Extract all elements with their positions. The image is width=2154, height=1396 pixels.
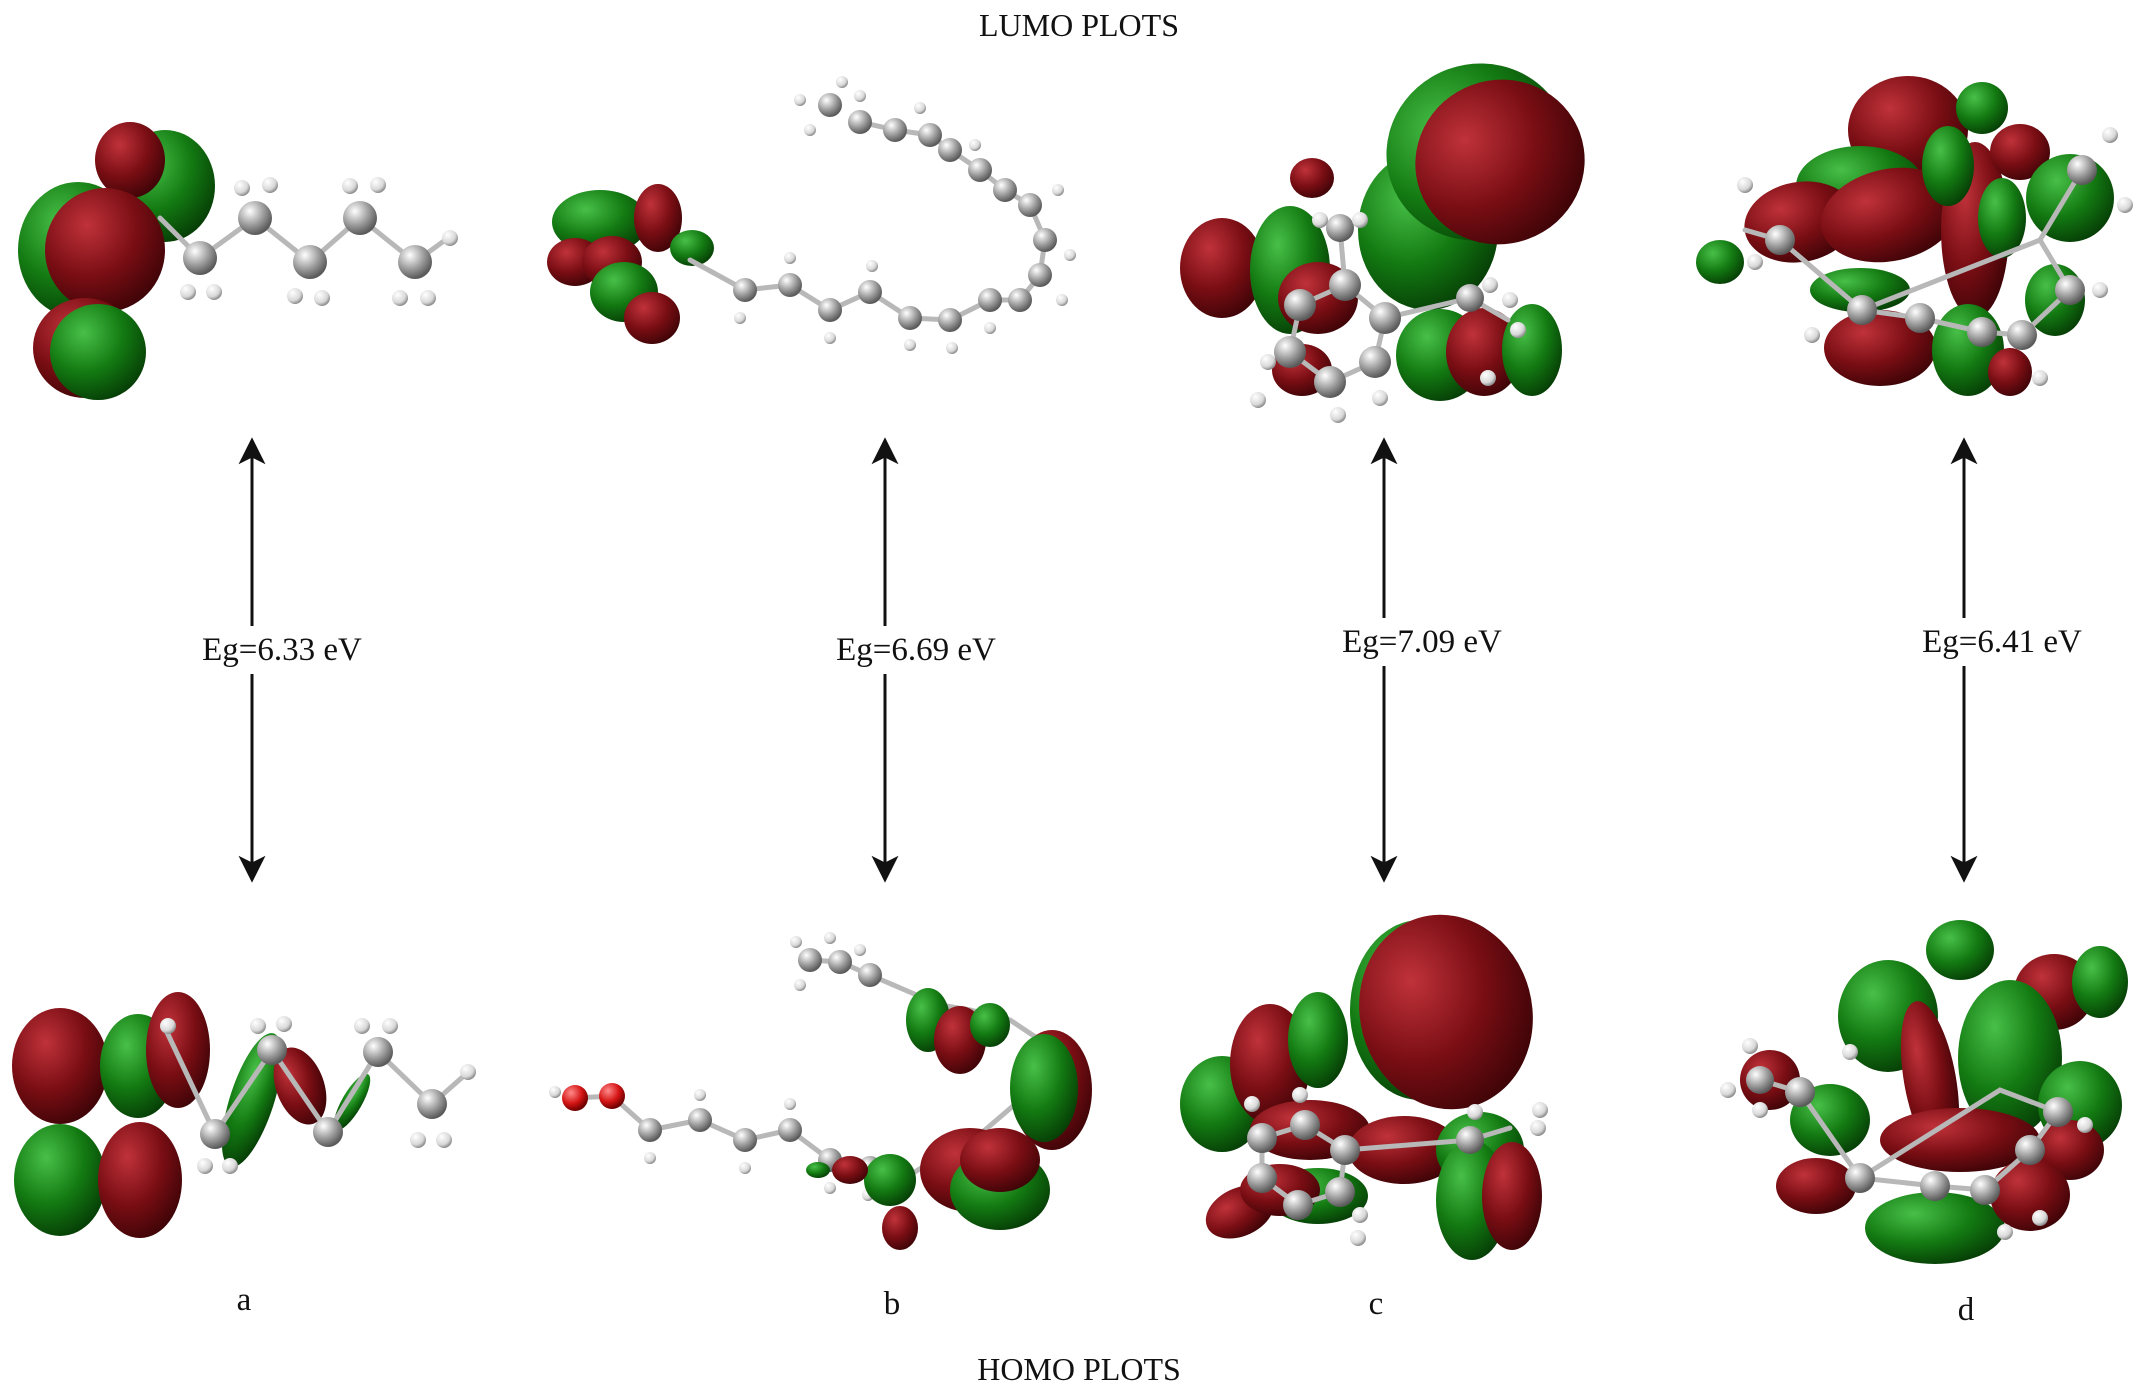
panel-label-b: b bbox=[884, 1286, 901, 1322]
homo-orbital-d bbox=[1720, 920, 2128, 1264]
energy-gap-label-a: Eg=6.33 eV bbox=[202, 632, 362, 668]
panel-label-d: d bbox=[1958, 1292, 1975, 1328]
homo-orbital-b bbox=[549, 932, 1092, 1250]
energy-gap-label-d: Eg=6.41 eV bbox=[1922, 624, 2082, 660]
panel-label-a: a bbox=[237, 1282, 252, 1318]
panel-label-c: c bbox=[1369, 1286, 1384, 1322]
lumo-orbital-b bbox=[547, 76, 1076, 354]
energy-gap-label-b: Eg=6.69 eV bbox=[836, 632, 996, 668]
lumo-orbital-c bbox=[1180, 63, 1585, 423]
lumo-orbital-a bbox=[18, 122, 458, 400]
homo-orbital-c bbox=[1180, 914, 1548, 1260]
panel-d: Eg=6.41 eV bbox=[1696, 76, 2133, 1328]
panel-c: Eg=7.09 eV bbox=[1180, 63, 1585, 1322]
homo-orbital-a bbox=[12, 992, 476, 1238]
homo-plots-heading: HOMO PLOTS bbox=[977, 1351, 1181, 1387]
lumo-orbital-d bbox=[1696, 76, 2133, 396]
lumo-plots-heading: LUMO PLOTS bbox=[979, 7, 1179, 43]
energy-gap-label-c: Eg=7.09 eV bbox=[1342, 624, 1502, 660]
panel-a: Eg=6.33 eV bbox=[12, 122, 476, 1318]
panel-b: Eg=6.69 eV bbox=[547, 76, 1092, 1322]
